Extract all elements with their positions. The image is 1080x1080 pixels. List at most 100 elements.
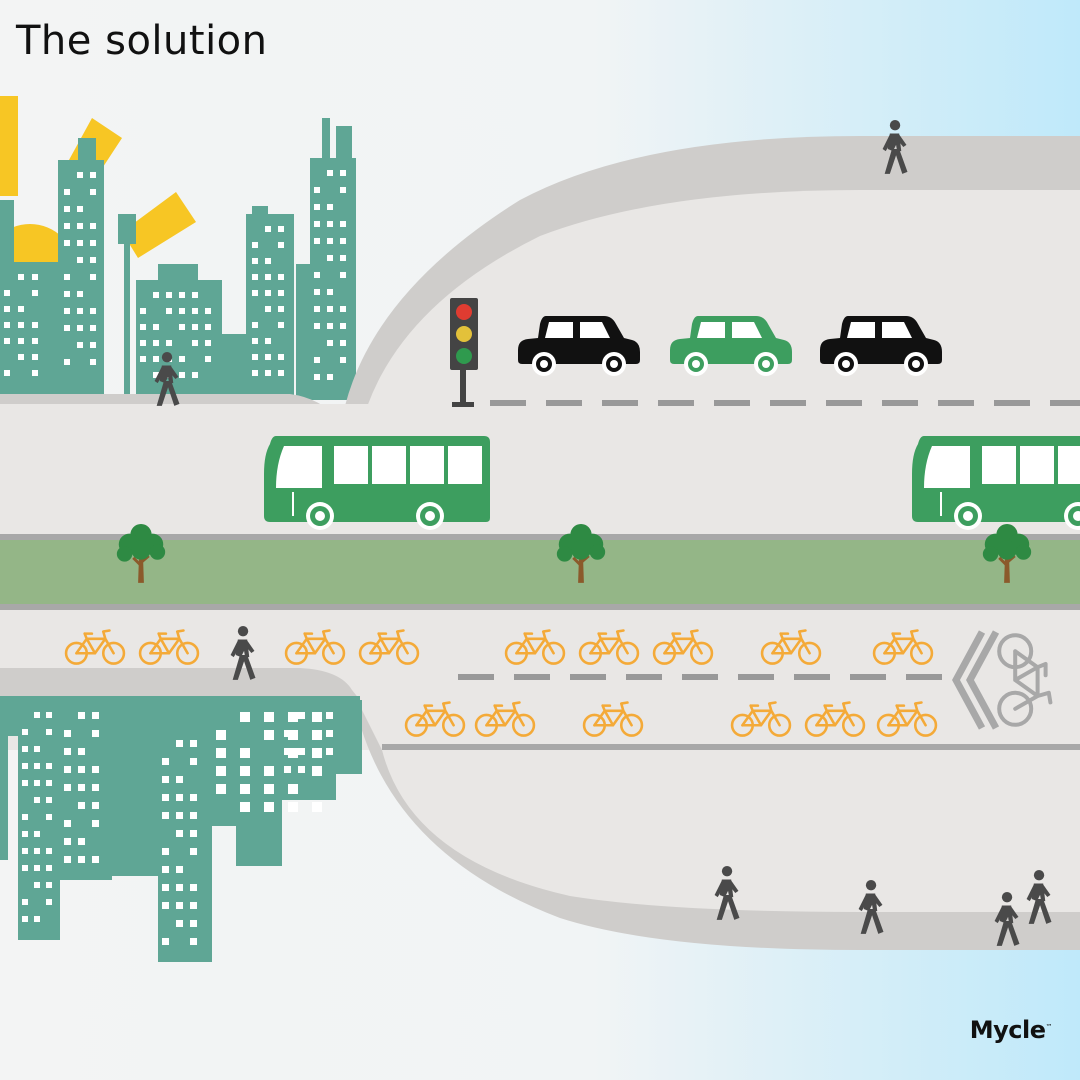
bike-lane-edge bbox=[382, 744, 1080, 750]
building-window bbox=[18, 354, 24, 360]
building-window bbox=[34, 865, 40, 871]
building-window bbox=[78, 748, 85, 755]
building-window bbox=[92, 712, 99, 719]
building-window bbox=[64, 730, 71, 737]
building-window bbox=[90, 189, 96, 195]
building-window bbox=[314, 357, 320, 363]
building-window bbox=[340, 170, 346, 176]
building-window bbox=[4, 322, 10, 328]
building-window bbox=[34, 763, 40, 769]
lane-dash bbox=[794, 674, 830, 680]
building-window bbox=[179, 324, 185, 330]
building-window bbox=[22, 916, 28, 922]
building-window bbox=[64, 206, 70, 212]
building-window bbox=[46, 797, 52, 803]
building-window bbox=[314, 204, 320, 210]
building-window bbox=[77, 325, 83, 331]
building-window bbox=[340, 238, 346, 244]
building-window bbox=[32, 354, 38, 360]
bus-icon bbox=[264, 436, 490, 530]
building-window bbox=[252, 242, 258, 248]
building-window bbox=[162, 812, 169, 819]
building-window bbox=[162, 848, 169, 855]
building-window bbox=[265, 290, 271, 296]
building-window bbox=[46, 729, 52, 735]
building-window bbox=[18, 338, 24, 344]
building-window bbox=[176, 884, 183, 891]
building-window bbox=[34, 848, 40, 854]
median-top-edge bbox=[0, 534, 1080, 540]
building-window bbox=[176, 902, 183, 909]
lane-dash bbox=[882, 400, 918, 406]
building-window bbox=[64, 766, 71, 773]
lane-dash bbox=[602, 400, 638, 406]
building-window bbox=[64, 189, 70, 195]
building-window bbox=[78, 766, 85, 773]
building-window bbox=[278, 370, 284, 376]
building-window bbox=[264, 766, 274, 776]
building-window bbox=[314, 306, 320, 312]
building-window bbox=[179, 292, 185, 298]
building-window bbox=[190, 848, 197, 855]
building-window bbox=[4, 370, 10, 376]
building-window bbox=[327, 255, 333, 261]
building-window bbox=[78, 838, 85, 845]
building-window bbox=[18, 322, 24, 328]
building-window bbox=[340, 272, 346, 278]
building-window bbox=[18, 274, 24, 280]
building-window bbox=[22, 848, 28, 854]
building-window bbox=[166, 308, 172, 314]
brand-name: Mycle bbox=[969, 1016, 1046, 1044]
building-window bbox=[265, 370, 271, 376]
building-window bbox=[340, 340, 346, 346]
building-window bbox=[22, 729, 28, 735]
building-window bbox=[153, 340, 159, 346]
building-window bbox=[153, 356, 159, 362]
building-window bbox=[78, 784, 85, 791]
building-window bbox=[162, 902, 169, 909]
median-grass bbox=[0, 540, 1080, 604]
building-window bbox=[176, 812, 183, 819]
building-window bbox=[327, 170, 333, 176]
building-window bbox=[240, 712, 250, 722]
lane-dash bbox=[626, 674, 662, 680]
building-window bbox=[176, 920, 183, 927]
building-window bbox=[92, 766, 99, 773]
building-window bbox=[22, 780, 28, 786]
traffic-light-green bbox=[456, 348, 472, 364]
building-window bbox=[190, 812, 197, 819]
building-window bbox=[252, 322, 258, 328]
building-window bbox=[78, 856, 85, 863]
building-window bbox=[78, 712, 85, 719]
building-window bbox=[64, 359, 70, 365]
building-window bbox=[90, 240, 96, 246]
building-window bbox=[192, 292, 198, 298]
bicycle-lane-marker-icon bbox=[952, 630, 1050, 730]
building-window bbox=[327, 238, 333, 244]
lane-dash bbox=[938, 400, 974, 406]
building-window bbox=[176, 776, 183, 783]
building-window bbox=[77, 223, 83, 229]
lane-dash bbox=[906, 674, 942, 680]
building-window bbox=[77, 206, 83, 212]
building-window bbox=[284, 766, 291, 773]
building-window bbox=[22, 899, 28, 905]
building-window bbox=[162, 884, 169, 891]
building-window bbox=[64, 325, 70, 331]
building-window bbox=[46, 712, 52, 718]
building-window bbox=[326, 730, 333, 737]
building-window bbox=[64, 291, 70, 297]
building-window bbox=[64, 838, 71, 845]
building-window bbox=[327, 221, 333, 227]
building-window bbox=[190, 758, 197, 765]
building-window bbox=[252, 370, 258, 376]
building-window bbox=[252, 274, 258, 280]
building-window bbox=[278, 274, 284, 280]
building-window bbox=[46, 814, 52, 820]
building-window bbox=[64, 784, 71, 791]
building-window bbox=[314, 187, 320, 193]
lane-dash bbox=[514, 674, 550, 680]
building-window bbox=[22, 831, 28, 837]
building-window bbox=[326, 748, 333, 755]
